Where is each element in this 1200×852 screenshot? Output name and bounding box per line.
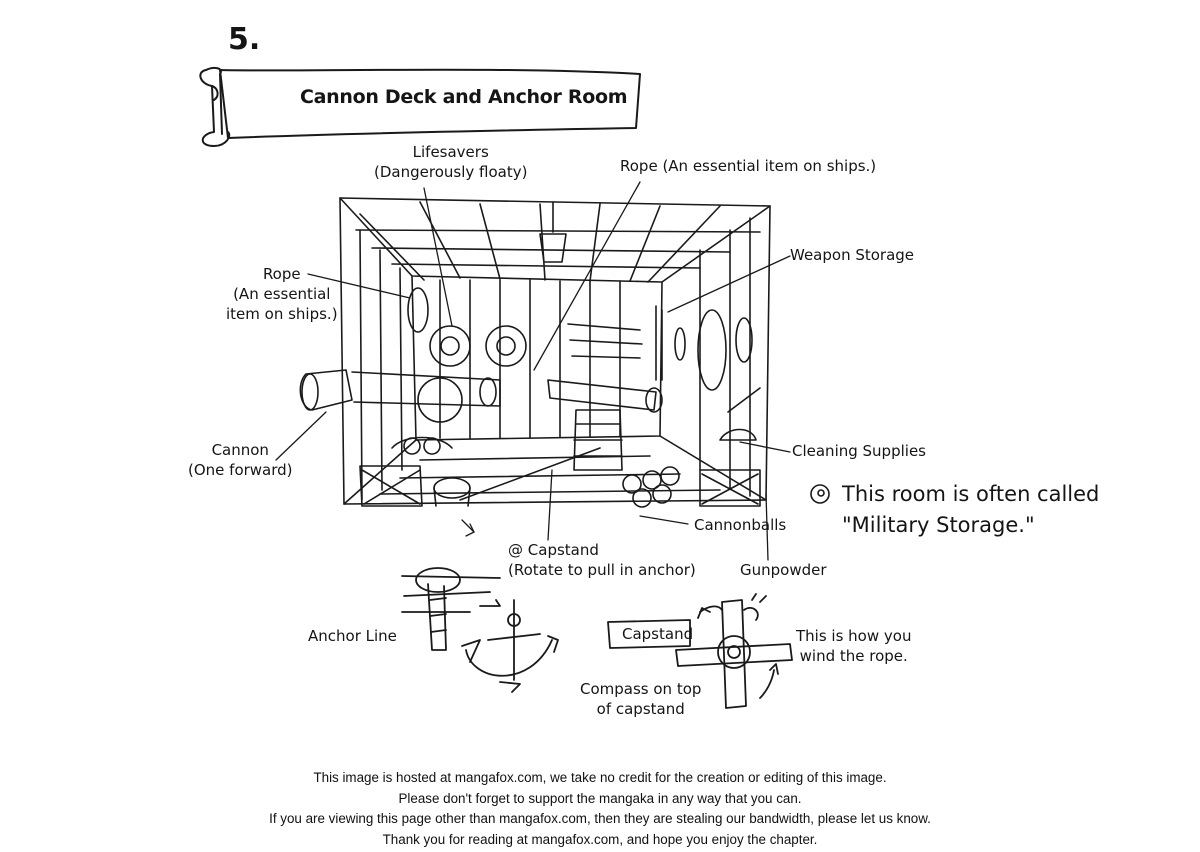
label-wind-note-line1: This is how you: [796, 627, 912, 645]
footer-line: Please don't forget to support the manga…: [398, 790, 802, 806]
label-rope-left-line2: (An essential: [233, 285, 331, 303]
label-capstand-box: Capstand: [622, 625, 694, 643]
label-capstand: @ Capstand (Rotate to pull in anchor): [508, 540, 696, 580]
note-symbol: @: [813, 483, 814, 484]
label-capstand-line1: Capstand: [527, 541, 599, 559]
label-wind-note-line2: wind the rope.: [799, 647, 908, 665]
capstand-topview: [607, 593, 793, 709]
label-cleaning-supplies: Cleaning Supplies: [792, 442, 926, 460]
note-line1: This room is often called: [842, 482, 1100, 506]
pointer-lines: [275, 181, 791, 561]
label-cannon-line2: (One forward): [188, 461, 293, 479]
label-cannon: Cannon (One forward): [188, 440, 293, 480]
footer-line: If you are viewing this page other than …: [269, 811, 931, 826]
page-number: 5.: [228, 22, 261, 57]
label-rope-left-line3: item on ships.): [226, 305, 338, 323]
diagram-title: Cannon Deck and Anchor Room: [300, 86, 628, 108]
label-rope-top: Rope (An essential item on ships.): [620, 157, 877, 175]
note-swirl-icon: [810, 484, 830, 504]
label-compass-line1: Compass on top: [580, 680, 702, 698]
label-capstand-line2: (Rotate to pull in anchor): [508, 561, 696, 579]
label-compass: Compass on top of capstand: [580, 679, 701, 719]
label-cannonballs: Cannonballs: [694, 516, 787, 534]
label-anchor-line: Anchor Line: [308, 627, 397, 645]
room-sketch: [299, 197, 771, 508]
label-wind-note: This is how you wind the rope.: [796, 626, 911, 666]
label-cannon-line1: Cannon: [211, 441, 269, 459]
footer-credits: This image is hosted at mangafox.com, we…: [0, 768, 1200, 850]
anchor-drawing: [401, 567, 559, 693]
label-compass-line2: of capstand: [596, 700, 685, 718]
title-scroll-banner: [199, 66, 641, 147]
footer-line: Thank you for reading at mangafox.com, a…: [382, 831, 818, 847]
label-lifesavers-line1: Lifesavers: [412, 143, 489, 161]
swirl-icon: @: [508, 541, 523, 559]
label-lifesavers: Lifesavers (Dangerously floaty): [374, 142, 527, 182]
footer-line: This image is hosted at mangafox.com, we…: [313, 770, 887, 785]
label-rope-left-line1: Rope: [262, 265, 301, 283]
label-gunpowder: Gunpowder: [740, 561, 827, 579]
label-rope-left: Rope (An essential item on ships.): [226, 264, 338, 324]
label-weapon-storage: Weapon Storage: [790, 246, 915, 264]
note-line2: "Military Storage.": [842, 513, 1035, 537]
label-lifesavers-line2: (Dangerously floaty): [374, 163, 528, 181]
